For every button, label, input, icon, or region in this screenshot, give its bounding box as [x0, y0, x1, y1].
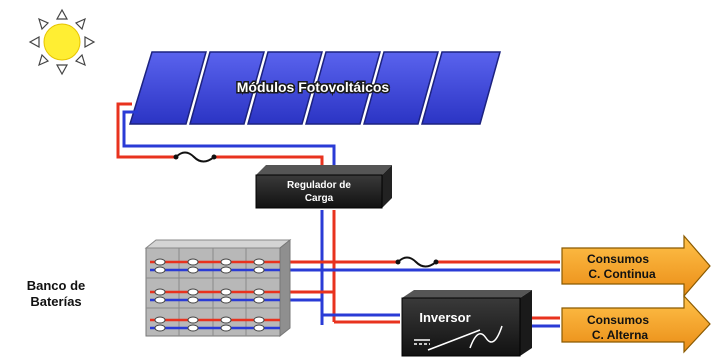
charge-regulator: Regulador de Carga	[255, 165, 392, 209]
photovoltaic-modules	[128, 51, 501, 125]
pv-panel	[421, 51, 501, 125]
inverter: Inversor	[401, 290, 532, 357]
ac-load-arrow: Consumos C. Alterna	[561, 294, 711, 354]
pv-panel	[247, 51, 323, 125]
battery-label-line1: Banco de	[27, 278, 86, 293]
dc-load-arrow: Consumos C. Continua	[561, 234, 711, 298]
ac-load-label-line2: C. Alterna	[592, 328, 649, 342]
pv-panel	[189, 51, 265, 125]
battery-label-line2: Baterías	[30, 294, 81, 309]
sine-wave-icon	[414, 325, 503, 351]
ac-load-label-line1: Consumos	[587, 313, 649, 327]
fuse-icon	[395, 256, 439, 268]
regulator-label-line2: Carga	[305, 193, 334, 204]
battery-bank	[144, 238, 292, 338]
pv-panel	[305, 51, 381, 125]
inverter-label: Inversor	[419, 310, 470, 325]
pv-panel	[128, 51, 207, 125]
pv-panel	[363, 51, 439, 125]
dc-load-label-line2: C. Continua	[588, 267, 656, 281]
sun-icon	[28, 8, 96, 76]
panels-label: Módulos Fotovoltáicos	[237, 79, 390, 95]
fuse-icon	[173, 151, 217, 163]
regulator-label-line1: Regulador de	[287, 180, 351, 191]
dc-load-label-line1: Consumos	[587, 252, 649, 266]
